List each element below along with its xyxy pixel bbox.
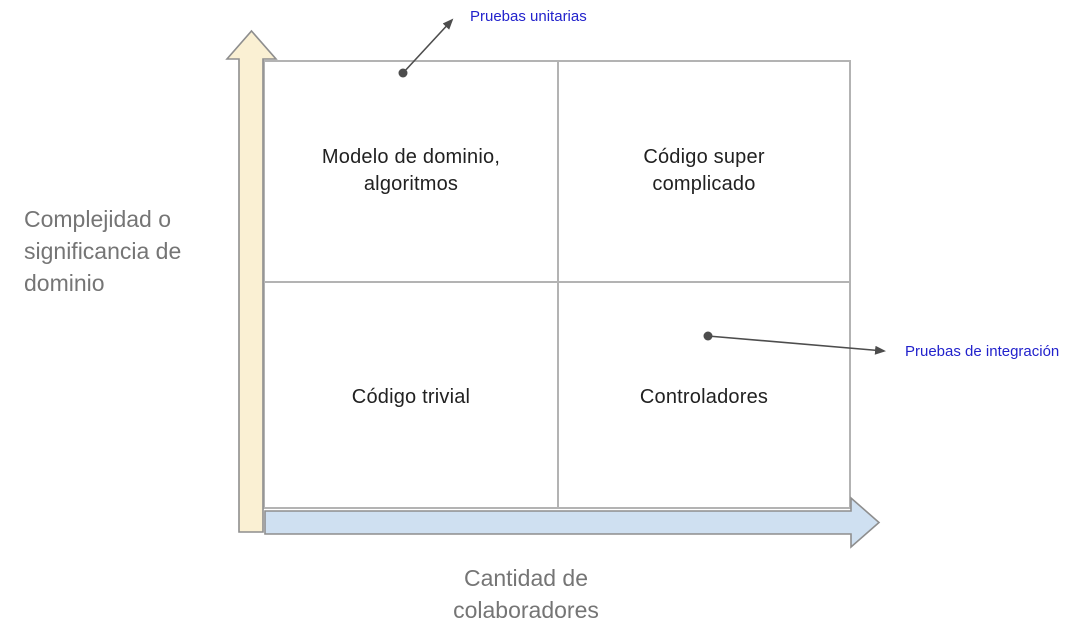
integration-tests-annotation-label: Pruebas de integración <box>905 343 1060 360</box>
quadrant-label-line: algoritmos <box>363 173 459 195</box>
y-axis-label-line: Complejidad o <box>24 206 172 232</box>
y-axis-label: Complejidad o significancia de dominio <box>24 203 244 299</box>
x-axis-label-line: Cantidad de <box>463 565 589 591</box>
quadrant-label-top-right: Código super complicado <box>558 144 850 198</box>
x-axis-label-line: colaboradores <box>453 597 599 623</box>
quadrant-label-line: Código trivial <box>351 386 471 408</box>
y-axis-label-line: significancia de <box>24 238 182 264</box>
y-axis-arrow-icon <box>225 29 278 533</box>
quadrant-label-bottom-right: Controladores <box>558 384 850 411</box>
quadrant-label-line: Controladores <box>639 386 769 408</box>
quadrant-label-bottom-left: Código trivial <box>264 384 558 411</box>
y-axis-label-line: dominio <box>24 270 105 296</box>
unit-tests-annotation-label: Pruebas unitarias <box>470 8 587 25</box>
quadrant-label-top-left: Modelo de dominio, algoritmos <box>264 144 558 198</box>
quadrant-label-line: complicado <box>652 173 756 195</box>
integration-tests-annotation-arrow <box>707 335 886 355</box>
quadrant-label-line: Modelo de dominio, <box>321 146 501 168</box>
x-axis-label: Cantidad de colaboradores <box>426 562 626 626</box>
quadrant-label-line: Código super <box>643 146 765 168</box>
x-axis-arrow-icon <box>264 496 881 549</box>
unit-tests-annotation-arrow <box>402 18 454 74</box>
